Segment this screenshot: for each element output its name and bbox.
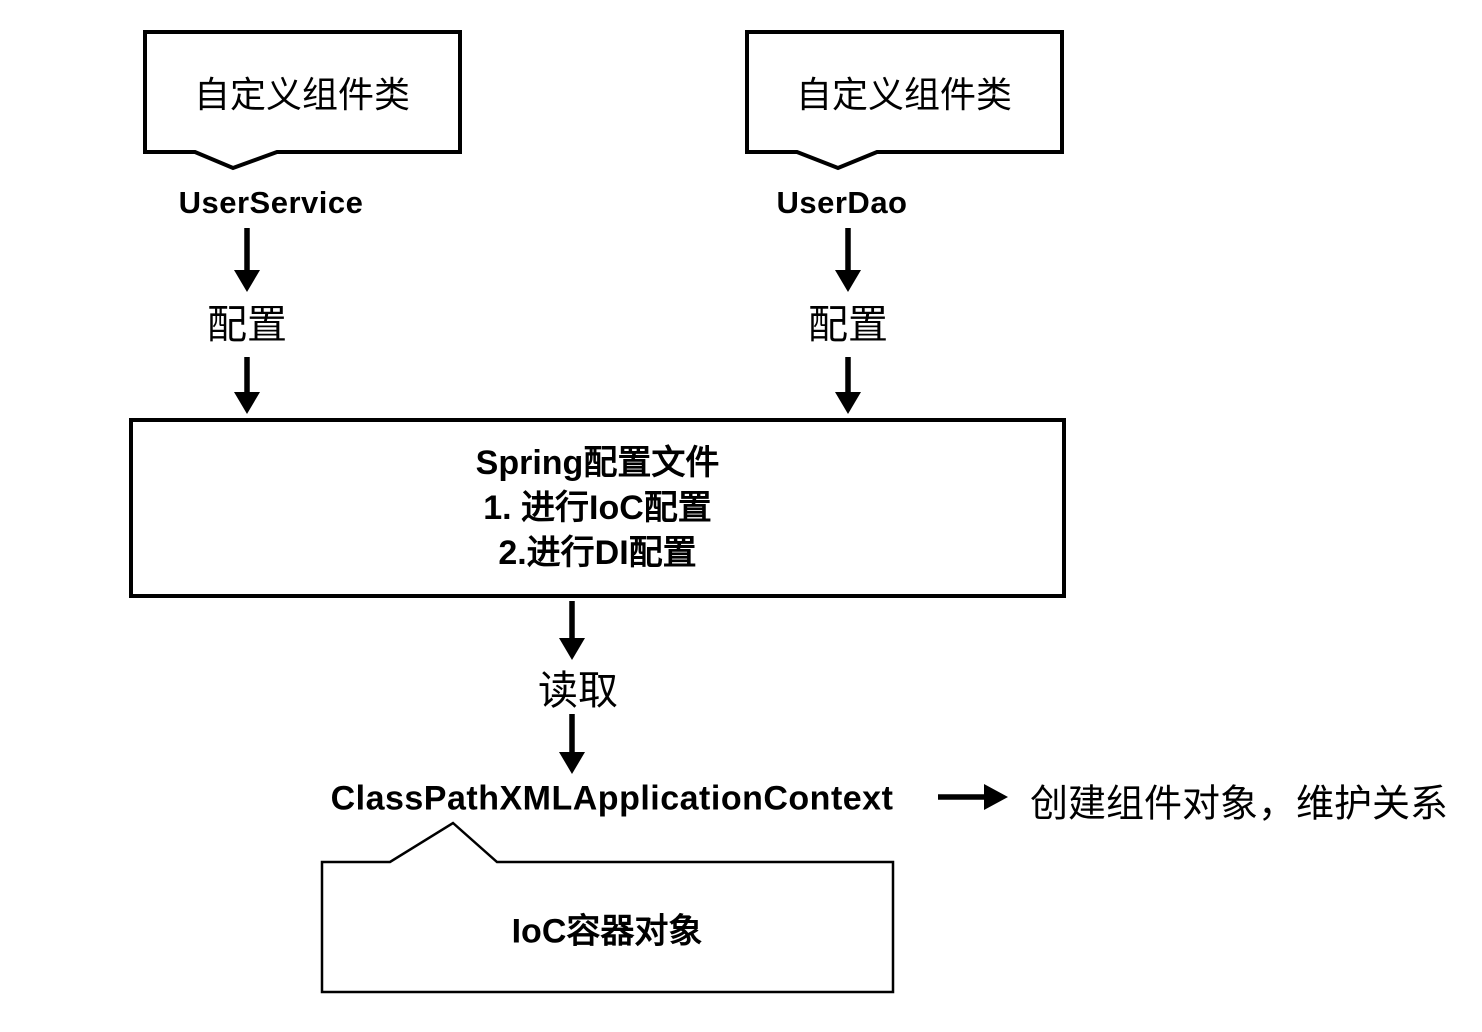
callout-title-right: 自定义组件类 [795,75,1013,115]
callout-box-userdao [745,30,1064,171]
userdao-label: UserDao [776,185,908,220]
arrow-read-to-context [559,714,585,774]
spring-config-box-text: Spring配置文件 1. 进行IoC配置 2.进行DI配置 [131,420,1064,596]
arrow-context-to-note [938,784,1008,810]
arrow-userdao-to-config [835,228,861,292]
arrow-config-left-to-springbox [234,357,260,414]
arrow-config-right-to-springbox [835,357,861,414]
arrow-userservice-to-config [234,228,260,292]
read-label: 读取 [538,668,618,713]
callout-box-userservice [143,30,462,171]
spring-config-line2: 1. 进行IoC配置 [483,488,712,527]
userservice-label: UserService [178,185,364,220]
spring-config-box [129,418,1066,598]
ioc-container-box [320,821,895,994]
spring-config-line3: 2.进行DI配置 [498,533,697,572]
config-label-left: 配置 [207,302,287,347]
spring-config-line1: Spring配置文件 [475,443,720,482]
context-note-label: 创建组件对象，维护关系 [1030,783,1449,826]
config-label-right: 配置 [808,302,888,347]
ioc-container-label: IoC容器对象 [511,912,703,951]
classpath-context-label: ClassPathXMLApplicationContext [330,779,894,818]
callout-title-left: 自定义组件类 [193,75,411,115]
arrow-springbox-to-read [559,601,585,660]
